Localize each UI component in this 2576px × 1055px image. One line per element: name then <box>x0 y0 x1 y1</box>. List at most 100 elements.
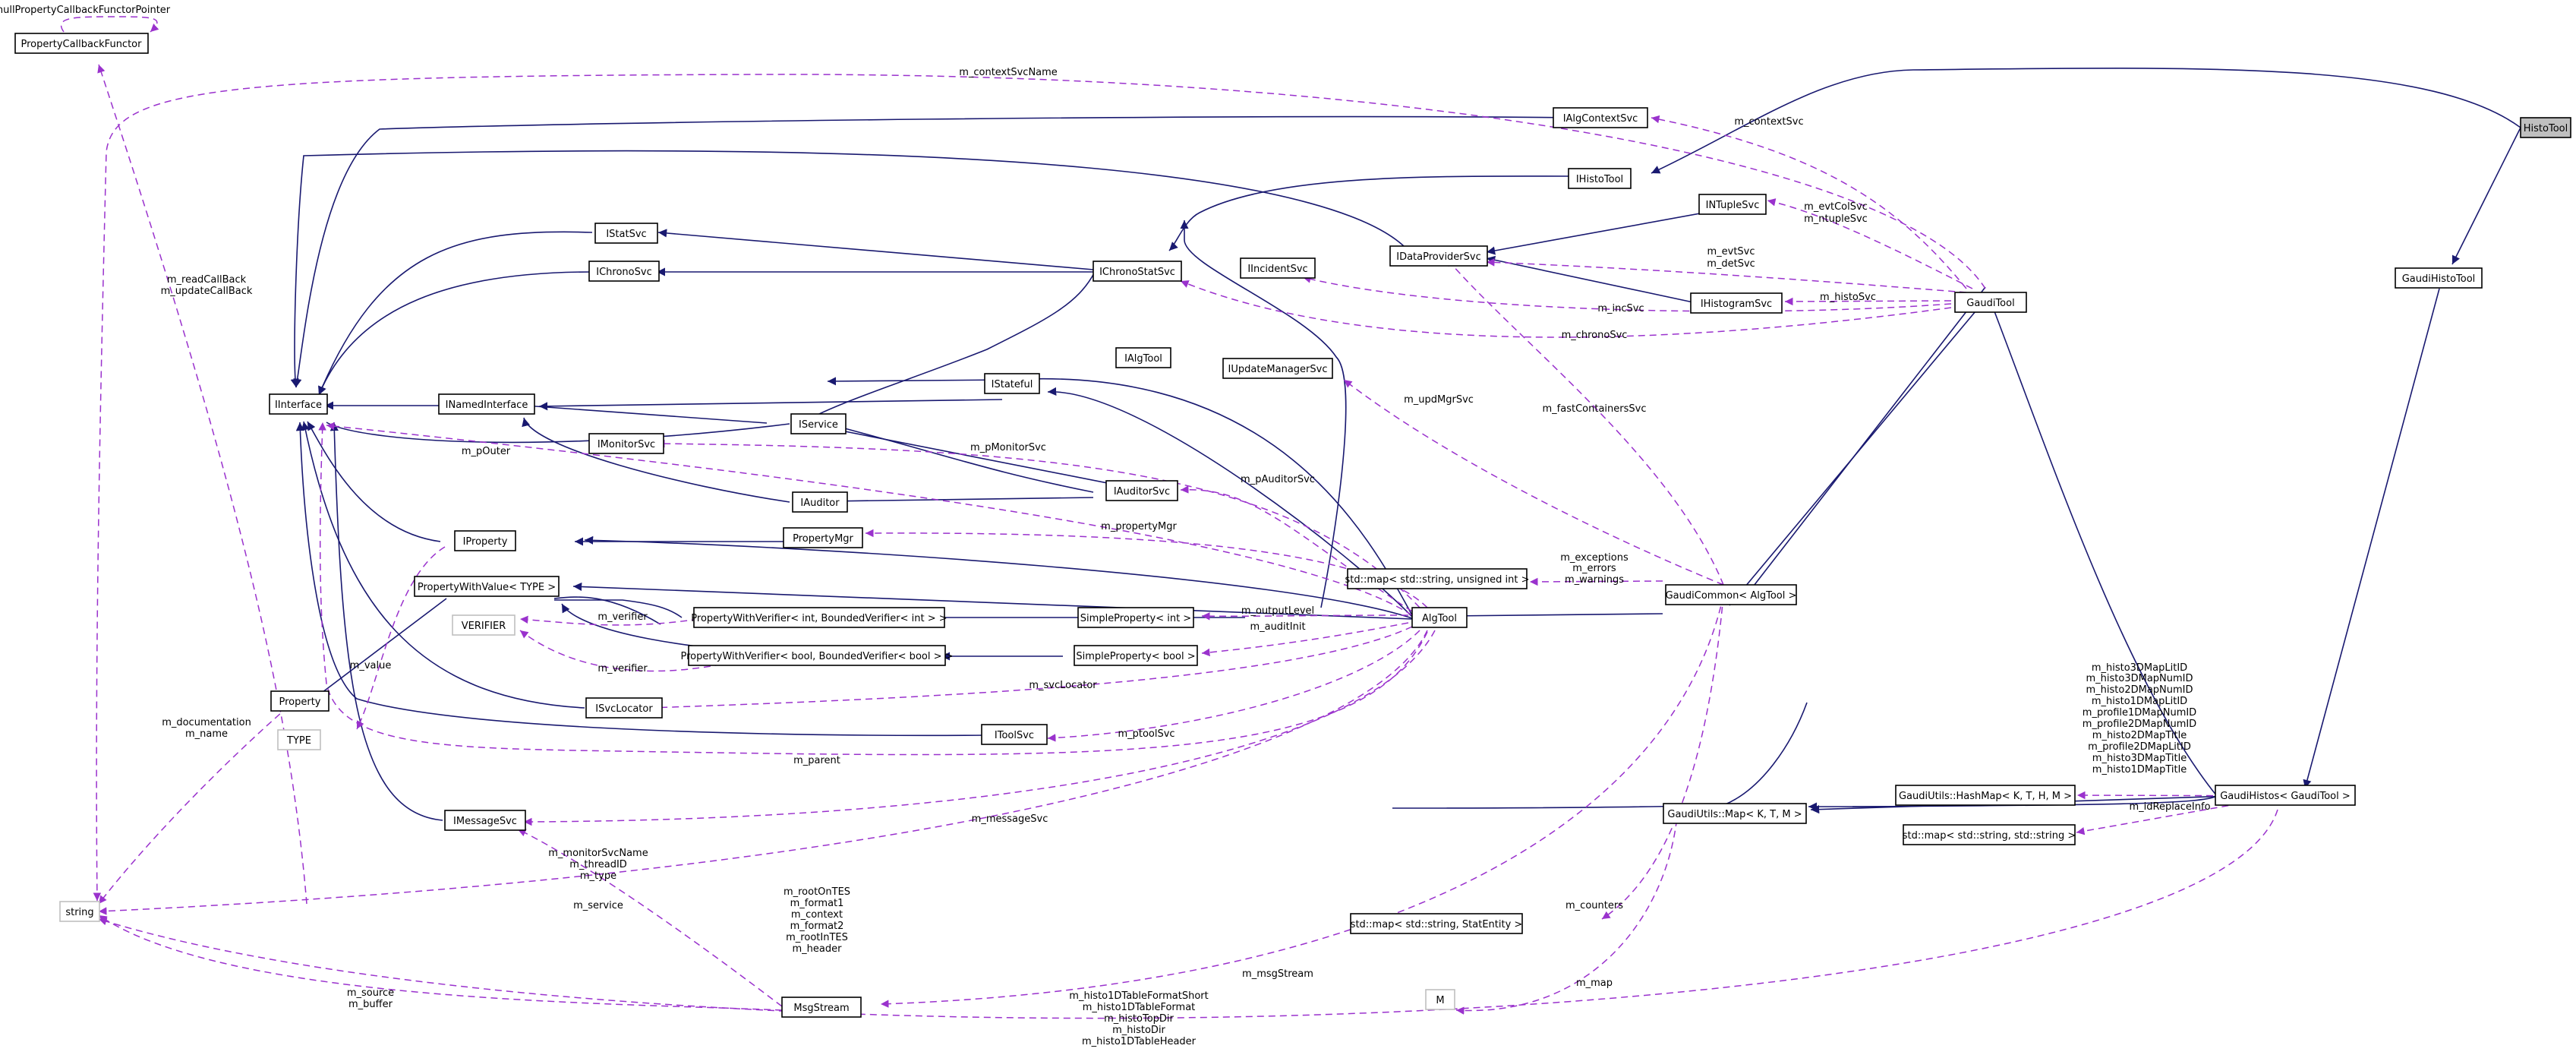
node-type[interactable]: TYPE <box>277 729 321 750</box>
edge-label: m_threadID <box>569 859 627 870</box>
svg-text:GaudiHistoTool: GaudiHistoTool <box>2402 273 2476 285</box>
edge-label: m_warnings <box>1565 574 1624 586</box>
node-ihisto-tool[interactable]: IHistoTool <box>1568 168 1632 189</box>
node-ichrono-svc[interactable]: IChronoSvc <box>588 261 660 282</box>
edge-label: m_evtColSvc <box>1804 201 1868 213</box>
svg-text:IUpdateManagerSvc: IUpdateManagerSvc <box>1228 364 1328 375</box>
node-simple-property-int[interactable]: SimpleProperty< int > <box>1077 607 1194 628</box>
edge-label: m_outputLevel <box>1241 605 1314 617</box>
node-iinterface[interactable]: IInterface <box>269 393 328 415</box>
svg-text:IMessageSvc: IMessageSvc <box>453 816 517 827</box>
svg-text:PropertyWithValue< TYPE >: PropertyWithValue< TYPE > <box>418 582 556 593</box>
svg-text:std::map< std::string, std::st: std::map< std::string, std::string > <box>1903 830 2076 842</box>
edge-label: m_name <box>185 728 228 740</box>
svg-text:IHistoTool: IHistoTool <box>1576 174 1623 185</box>
edge-label: m_rootInTES <box>786 932 848 943</box>
svg-text:PropertyCallbackFunctor: PropertyCallbackFunctor <box>21 39 143 50</box>
node-iincident-svc[interactable]: IIncidentSvc <box>1240 257 1316 279</box>
node-histo-tool[interactable]: HistoTool <box>2520 117 2571 138</box>
svg-text:VERIFIER: VERIFIER <box>462 621 506 632</box>
node-pwv-bool[interactable]: PropertyWithVerifier< bool, BoundedVerif… <box>680 645 954 666</box>
svg-text:INamedInterface: INamedInterface <box>446 400 528 411</box>
svg-text:GaudiHistos< GaudiTool >: GaudiHistos< GaudiTool > <box>2220 791 2351 802</box>
node-verifier[interactable]: VERIFIER <box>452 614 516 636</box>
node-gaudi-common[interactable]: GaudiCommon< AlgTool > <box>1665 584 1797 605</box>
node-imonitor-svc[interactable]: IMonitorSvc <box>588 433 664 454</box>
node-gaudi-utils-hashmap[interactable]: GaudiUtils::HashMap< K, T, H, M > <box>1895 785 2076 806</box>
node-simple-property-bool[interactable]: SimpleProperty< bool > <box>1074 645 1198 666</box>
svg-text:IDataProviderSvc: IDataProviderSvc <box>1396 251 1481 263</box>
node-m[interactable]: M <box>1425 989 1455 1010</box>
svg-text:IStateful: IStateful <box>992 379 1033 390</box>
edge-label: m_incSvc <box>1597 303 1644 314</box>
edge-label: m_ptoolSvc <box>1118 728 1174 740</box>
edge-label: m_auditInit <box>1250 621 1305 633</box>
svg-text:IMonitorSvc: IMonitorSvc <box>597 439 655 450</box>
edge-label: m_map <box>1576 978 1613 989</box>
node-ihistogram-svc[interactable]: IHistogramSvc <box>1690 292 1783 314</box>
edge-label: m_readCallBack <box>167 274 247 286</box>
node-std-map-uint[interactable]: std::map< std::string, unsigned int > <box>1345 568 1530 589</box>
node-property-mgr[interactable]: PropertyMgr <box>783 527 863 548</box>
node-imessage-svc[interactable]: IMessageSvc <box>444 810 526 831</box>
node-iproperty[interactable]: IProperty <box>454 530 516 551</box>
edge-label: m_msgStream <box>1242 968 1313 980</box>
edge-label: m_errors <box>1572 563 1616 574</box>
edge-label: m_source <box>347 987 394 999</box>
node-pwv-int[interactable]: PropertyWithVerifier< int, BoundedVerifi… <box>691 607 947 628</box>
edge-label: m_monitorSvcName <box>548 848 648 859</box>
node-itool-svc[interactable]: IToolSvc <box>981 724 1048 745</box>
svg-text:IChronoStatSvc: IChronoStatSvc <box>1099 267 1175 278</box>
node-std-map-string[interactable]: std::map< std::string, std::string > <box>1903 824 2076 845</box>
edge-label: m_chronoSvc <box>1562 330 1628 341</box>
node-ialg-tool[interactable]: IAlgTool <box>1115 347 1171 368</box>
edge-label: m_counters <box>1565 900 1623 911</box>
node-msg-stream[interactable]: MsgStream <box>781 997 862 1018</box>
svg-text:MsgStream: MsgStream <box>793 1003 849 1014</box>
node-idata-provider-svc[interactable]: IDataProviderSvc <box>1389 245 1488 267</box>
node-gaudi-tool[interactable]: GaudiTool <box>1954 292 2027 313</box>
node-std-map-stat[interactable]: std::map< std::string, StatEntity > <box>1350 913 1523 934</box>
node-gaudi-histo-tool[interactable]: GaudiHistoTool <box>2395 267 2483 289</box>
node-iauditor-svc[interactable]: IAuditorSvc <box>1105 480 1178 501</box>
node-istateful[interactable]: IStateful <box>984 373 1040 394</box>
node-gaudi-utils-map[interactable]: GaudiUtils::Map< K, T, M > <box>1663 803 1807 824</box>
edge-label: m_histo2DMapNumID <box>2086 684 2193 696</box>
node-isvc-locator[interactable]: ISvcLocator <box>585 697 663 719</box>
node-string[interactable]: string <box>59 901 100 922</box>
edge-label: m_histo1DMapLitID <box>2092 696 2187 707</box>
svg-text:INTupleSvc: INTupleSvc <box>1706 200 1760 211</box>
node-property-with-value[interactable]: PropertyWithValue< TYPE > <box>414 576 560 597</box>
svg-text:SimpleProperty< bool >: SimpleProperty< bool > <box>1076 651 1195 662</box>
svg-text:ISvcLocator: ISvcLocator <box>595 703 653 715</box>
node-property[interactable]: Property <box>270 690 329 712</box>
node-ialg-context-svc[interactable]: IAlgContextSvc <box>1553 107 1648 128</box>
edge-label: m_context <box>791 909 843 921</box>
edge-label: m_histoSvc <box>1820 292 1876 303</box>
svg-text:IHistogramSvc: IHistogramSvc <box>1701 298 1772 310</box>
svg-text:PropertyWithVerifier< int, Bou: PropertyWithVerifier< int, BoundedVerifi… <box>691 613 947 624</box>
edge-label: m_format2 <box>790 921 844 932</box>
edge-label: m_contextSvc <box>1734 116 1803 128</box>
svg-text:IAuditor: IAuditor <box>800 497 840 509</box>
edge-label: m_histo2DMapTitle <box>2092 730 2187 741</box>
edge-label: m_histo1DTableHeader <box>1082 1036 1197 1047</box>
edge-label: m_histo3DMapTitle <box>2092 753 2187 764</box>
node-property-callback-functor[interactable]: PropertyCallbackFunctor <box>14 33 149 54</box>
node-ichrono-stat-svc[interactable]: IChronoStatSvc <box>1093 261 1182 282</box>
edge-label: m_pOuter <box>462 446 511 457</box>
edge-label: m_pMonitorSvc <box>970 442 1046 453</box>
node-alg-tool[interactable]: AlgTool <box>1411 607 1468 628</box>
svg-text:IAuditorSvc: IAuditorSvc <box>1114 486 1170 497</box>
svg-text:IAlgTool: IAlgTool <box>1124 353 1162 365</box>
node-iupdate-manager-svc[interactable]: IUpdateManagerSvc <box>1222 358 1333 379</box>
edge-label: m_histo3DMapLitID <box>2092 662 2187 674</box>
svg-text:PropertyWithVerifier< bool, Bo: PropertyWithVerifier< bool, BoundedVerif… <box>680 651 953 662</box>
node-iservice[interactable]: IService <box>790 413 847 434</box>
node-intuple-svc[interactable]: INTupleSvc <box>1698 194 1767 215</box>
svg-text:GaudiUtils::Map< K, T, M >: GaudiUtils::Map< K, T, M > <box>1667 809 1802 820</box>
node-gaudi-histos[interactable]: GaudiHistos< GaudiTool > <box>2215 785 2356 806</box>
node-iauditor[interactable]: IAuditor <box>792 491 848 513</box>
node-istat-svc[interactable]: IStatSvc <box>594 223 658 244</box>
node-inamed-interface[interactable]: INamedInterface <box>438 393 535 415</box>
